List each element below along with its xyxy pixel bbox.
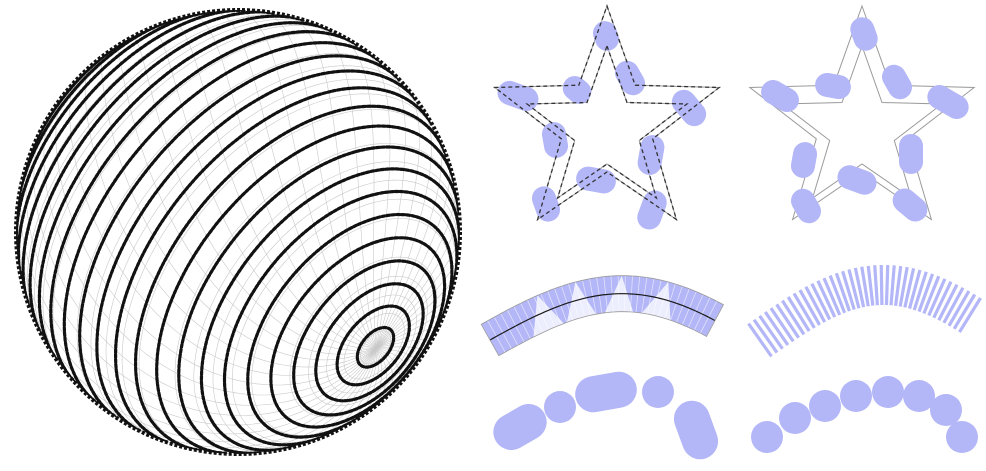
merged-blob (572, 369, 639, 415)
ribbon-hatched-panel (481, 276, 723, 356)
ribbon-bar (868, 266, 873, 306)
ribbon-bar (881, 265, 882, 305)
ribbon-bar (891, 265, 894, 305)
mesh-longitude (21, 155, 377, 425)
star-blob (899, 134, 923, 174)
dotted-ring (19, 10, 246, 278)
star-blob (494, 78, 542, 115)
star-blob (813, 71, 853, 101)
star-dashed-panel (494, 6, 719, 233)
arc-circle (946, 421, 978, 453)
sphere-panel (16, 10, 460, 454)
star-blob (611, 56, 650, 99)
arc-circle (751, 421, 783, 453)
arc-circle (840, 380, 872, 412)
mesh-latitude (139, 110, 449, 452)
mesh-longitude (18, 257, 377, 448)
star-blob (574, 165, 618, 196)
merged-blob (544, 391, 576, 423)
arc-circle (872, 376, 904, 408)
arc-circle (930, 394, 962, 426)
star-blob (834, 162, 880, 198)
merged-blob (487, 397, 553, 456)
mesh-latitude (175, 144, 460, 454)
star-plain-panel (750, 6, 974, 228)
arc-circle (779, 402, 811, 434)
merged-blob (642, 376, 674, 408)
sphere-dotted-rings (16, 10, 459, 454)
mesh-longitude (129, 37, 376, 350)
ribbon-bar (886, 265, 887, 305)
arc-circle (903, 380, 935, 412)
star-blob (888, 184, 933, 227)
star-blob (667, 85, 711, 131)
mesh-longitude (34, 116, 376, 405)
dotted-ring (201, 169, 459, 450)
star-blob (787, 184, 826, 227)
circles-arc-panel (751, 376, 978, 453)
arc-circle (809, 390, 841, 422)
star-blob (847, 14, 881, 54)
mesh-longitude (44, 103, 376, 395)
ribbon-bar (875, 265, 878, 305)
merged-blob (669, 396, 723, 465)
ribbon-bars-panel (749, 265, 981, 356)
blobs-merged-panel (487, 369, 723, 464)
